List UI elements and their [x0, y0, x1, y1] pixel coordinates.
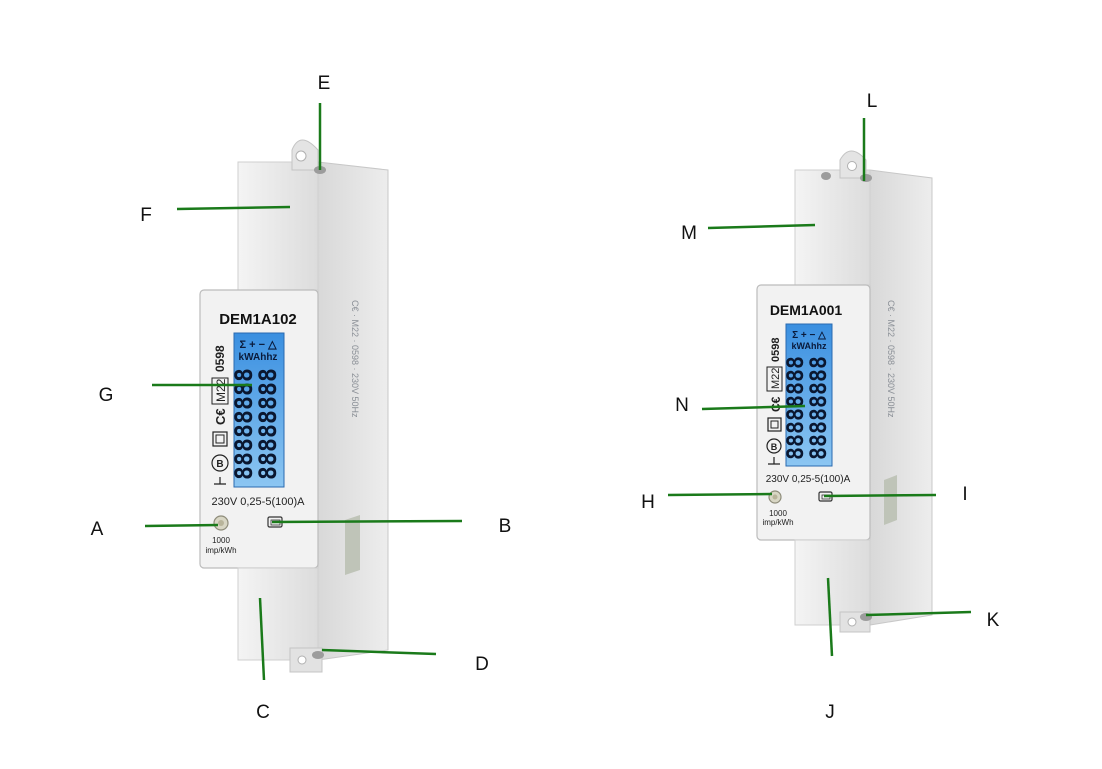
- meter-left-rating: 230V 0,25-5(100)A: [212, 496, 306, 508]
- callout-d: D: [475, 654, 489, 675]
- meter-left-model-label: DEM1A102: [219, 311, 297, 328]
- meter-right-double-insulation-icon: [767, 417, 782, 432]
- meter-right-top-screw: [860, 174, 872, 182]
- meter-left: DEM1A102 Σ + − △ kWAhhz 88888888 8888888…: [199, 139, 389, 673]
- meter-right-double-insulation-inner: [770, 420, 779, 429]
- meter-right-lcd-units: kWAhhz: [792, 341, 827, 351]
- meter-left-ce-mark: C€: [213, 408, 228, 425]
- meter-right: DEM1A001 Σ + − △ kWAhhz 88888888 8888888…: [756, 150, 933, 633]
- meter-left-lcd: [233, 332, 285, 488]
- meter-left-top-cover: [237, 161, 319, 291]
- leader-f: [176, 205, 291, 211]
- callout-b: B: [499, 516, 512, 537]
- meter-left-side-clip: [345, 515, 360, 575]
- callout-k: K: [987, 610, 1000, 631]
- callout-h: H: [641, 492, 655, 513]
- leader-d: [321, 648, 437, 656]
- callout-e: E: [318, 73, 331, 94]
- meter-left-lcd-digits-row2: 88888888: [254, 368, 282, 480]
- callout-c: C: [256, 702, 270, 723]
- meter-left-impulse-led-core: [218, 520, 224, 526]
- meter-left-impulse-unit: imp/kWh: [205, 546, 236, 555]
- meter-right-lcd-symbols: Σ + − △: [792, 330, 826, 341]
- leader-i: [823, 493, 937, 498]
- meter-right-cert-number: 0598: [770, 338, 782, 362]
- callout-m: M: [681, 223, 697, 244]
- meter-left-mid-box: [211, 377, 229, 405]
- callout-l: L: [867, 91, 878, 112]
- callout-j: J: [825, 702, 835, 723]
- meter-left-lcd-digits-row1: 88888888: [230, 368, 258, 480]
- meter-right-lcd: [785, 323, 833, 467]
- meter-right-seal-hole: [847, 161, 857, 171]
- callout-g: G: [99, 385, 114, 406]
- meter-right-mid-mark: M22: [770, 368, 782, 389]
- meter-right-class-b-letter: B: [771, 442, 778, 452]
- meter-left-double-insulation-inner: [215, 434, 225, 444]
- leader-a: [144, 523, 219, 528]
- meter-left-seal-hole: [295, 150, 307, 162]
- callout-n: N: [675, 395, 689, 416]
- meter-right-impulse-rate: 1000: [769, 509, 787, 518]
- meter-left-mid-mark: M22: [214, 378, 228, 402]
- meter-right-terminal-icon: [768, 457, 780, 465]
- meter-right-side-panel: [869, 169, 933, 626]
- meter-right-lcd-digits-row1: 88888888: [784, 356, 809, 460]
- callout-i: I: [962, 484, 967, 505]
- meter-left-bottom-screw: [312, 651, 324, 659]
- leader-j: [826, 577, 834, 657]
- leader-b: [271, 519, 463, 524]
- callout-f: F: [140, 205, 152, 226]
- meter-right-bottom-seal-hole: [847, 617, 857, 627]
- leader-c: [258, 597, 266, 681]
- callout-a: A: [91, 519, 104, 540]
- meter-left-class-b-letter: B: [216, 459, 223, 470]
- meter-right-model-label: DEM1A001: [770, 302, 843, 318]
- meter-right-top-screw-left: [821, 172, 831, 180]
- leader-m: [707, 223, 816, 230]
- meter-right-side-printing: C€ · M22 · 0598 · 230V 50Hz: [886, 300, 896, 418]
- meter-left-class-b-icon: [211, 454, 229, 472]
- leader-n: [701, 404, 806, 411]
- leader-k: [865, 610, 972, 617]
- meter-left-cert-number: 0598: [213, 345, 227, 372]
- meter-left-double-insulation-icon: [212, 431, 228, 447]
- meter-left-terminal-icon: [214, 477, 226, 485]
- meter-right-top-cover: [794, 169, 871, 286]
- meter-right-side-clip: [884, 475, 897, 525]
- meter-right-impulse-unit: imp/kWh: [762, 518, 793, 527]
- meter-right-rating: 230V 0,25-5(100)A: [766, 474, 851, 485]
- meter-right-class-b-icon: [766, 438, 782, 454]
- meter-right-lcd-digits-row2: 88888888: [807, 356, 832, 460]
- meter-left-lcd-symbols: Σ + − △: [239, 339, 277, 351]
- meter-right-ce-mark: C€: [769, 396, 783, 412]
- meter-right-mid-box: [766, 366, 783, 392]
- leader-h: [667, 492, 773, 497]
- meter-left-bottom-seal-hole: [297, 655, 307, 665]
- meter-left-bottom-cover: [237, 567, 319, 661]
- meter-right-impulse-led-core: [772, 494, 778, 500]
- leader-lines: [144, 103, 972, 681]
- meter-left-side-printing: C€ · M22 · 0598 · 230V 50Hz: [350, 300, 360, 418]
- callout-labels: E F G A B C D L M N H I J K: [91, 73, 1000, 723]
- meter-left-impulse-rate: 1000: [212, 536, 230, 545]
- meter-left-lcd-units: kWAhhz: [239, 352, 278, 363]
